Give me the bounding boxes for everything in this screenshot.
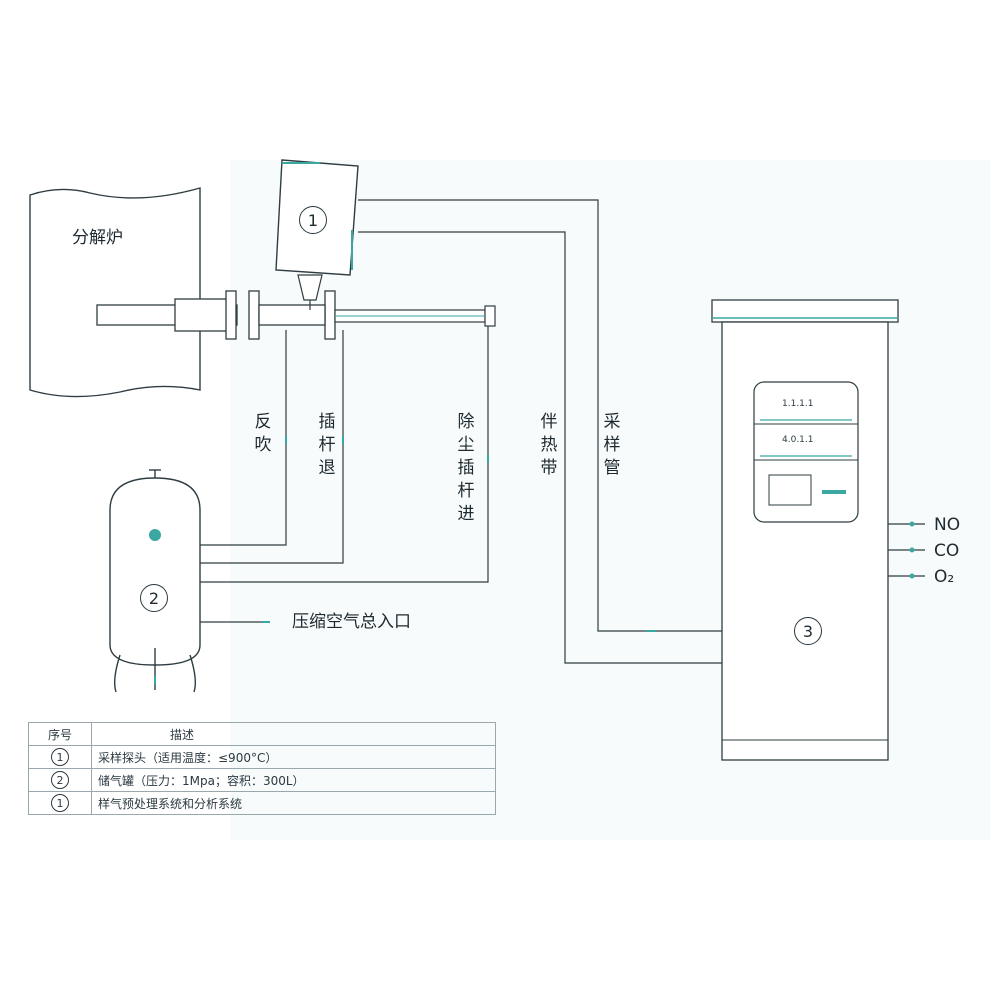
probe-rod-inner	[174, 298, 231, 332]
line-sample-tube	[358, 199, 722, 632]
air-inlet-label: 压缩空气总入口	[292, 612, 411, 632]
extension-end	[484, 305, 496, 327]
air-tank	[109, 477, 201, 666]
furnace-shape	[29, 187, 201, 398]
line-backflush	[200, 330, 287, 546]
marker-air-tank: 2	[140, 584, 168, 612]
marker-analyzer: 3	[794, 617, 822, 645]
dust-probe-advance-label: 除尘插杆进	[457, 412, 475, 524]
legend-row: 2 储气罐（压力：1Mpa；容积：300L）	[28, 768, 496, 792]
line-retract	[200, 330, 344, 564]
legend-header-row: 序号 描述	[28, 722, 496, 746]
legend-row: 1 采样探头（适用温度：≤900°C）	[28, 745, 496, 769]
flange-3	[324, 290, 336, 340]
probe-body	[258, 304, 326, 326]
legend-header-num: 序号	[28, 722, 92, 746]
furnace-label: 分解炉	[72, 228, 123, 248]
gas-output-no: NO	[934, 515, 961, 535]
gas-output-o2: O₂	[934, 567, 955, 587]
cabinet-screen	[768, 474, 812, 506]
flange-1	[225, 290, 237, 340]
gas-output-co: CO	[934, 541, 960, 561]
cabinet-panel-line1: 1.1.1.1	[782, 399, 814, 409]
legend-row-desc: 采样探头（适用温度：≤900°C）	[91, 745, 496, 769]
flange-2	[248, 290, 260, 340]
cabinet-panel-line2: 4.0.1.1	[782, 435, 814, 445]
sample-tube-label: 采样管	[603, 412, 621, 478]
cabinet-indicator	[822, 490, 846, 494]
probe-cone	[297, 274, 323, 301]
backflush-label: 反吹	[254, 412, 272, 455]
legend-table: 序号 描述 1 采样探头（适用温度：≤900°C） 2 储气罐（压力：1Mpa；…	[28, 722, 496, 815]
legend-header-desc: 描述	[91, 722, 496, 746]
heat-trace-label: 伴热带	[540, 412, 558, 478]
line-heat-trace	[358, 231, 722, 664]
probe-retract-label: 插杆退	[318, 412, 336, 478]
legend-row-desc: 储气罐（压力：1Mpa；容积：300L）	[91, 768, 496, 792]
legend-row-num: 2	[51, 771, 69, 789]
legend-row: 1 样气预处理系统和分析系统	[28, 791, 496, 815]
marker-probe-head: 1	[299, 206, 327, 234]
tank-gauge	[149, 529, 161, 541]
legend-row-num: 1	[51, 794, 69, 812]
legend-row-num: 1	[51, 748, 69, 766]
legend-row-desc: 样气预处理系统和分析系统	[91, 791, 496, 815]
line-advance	[200, 326, 489, 583]
